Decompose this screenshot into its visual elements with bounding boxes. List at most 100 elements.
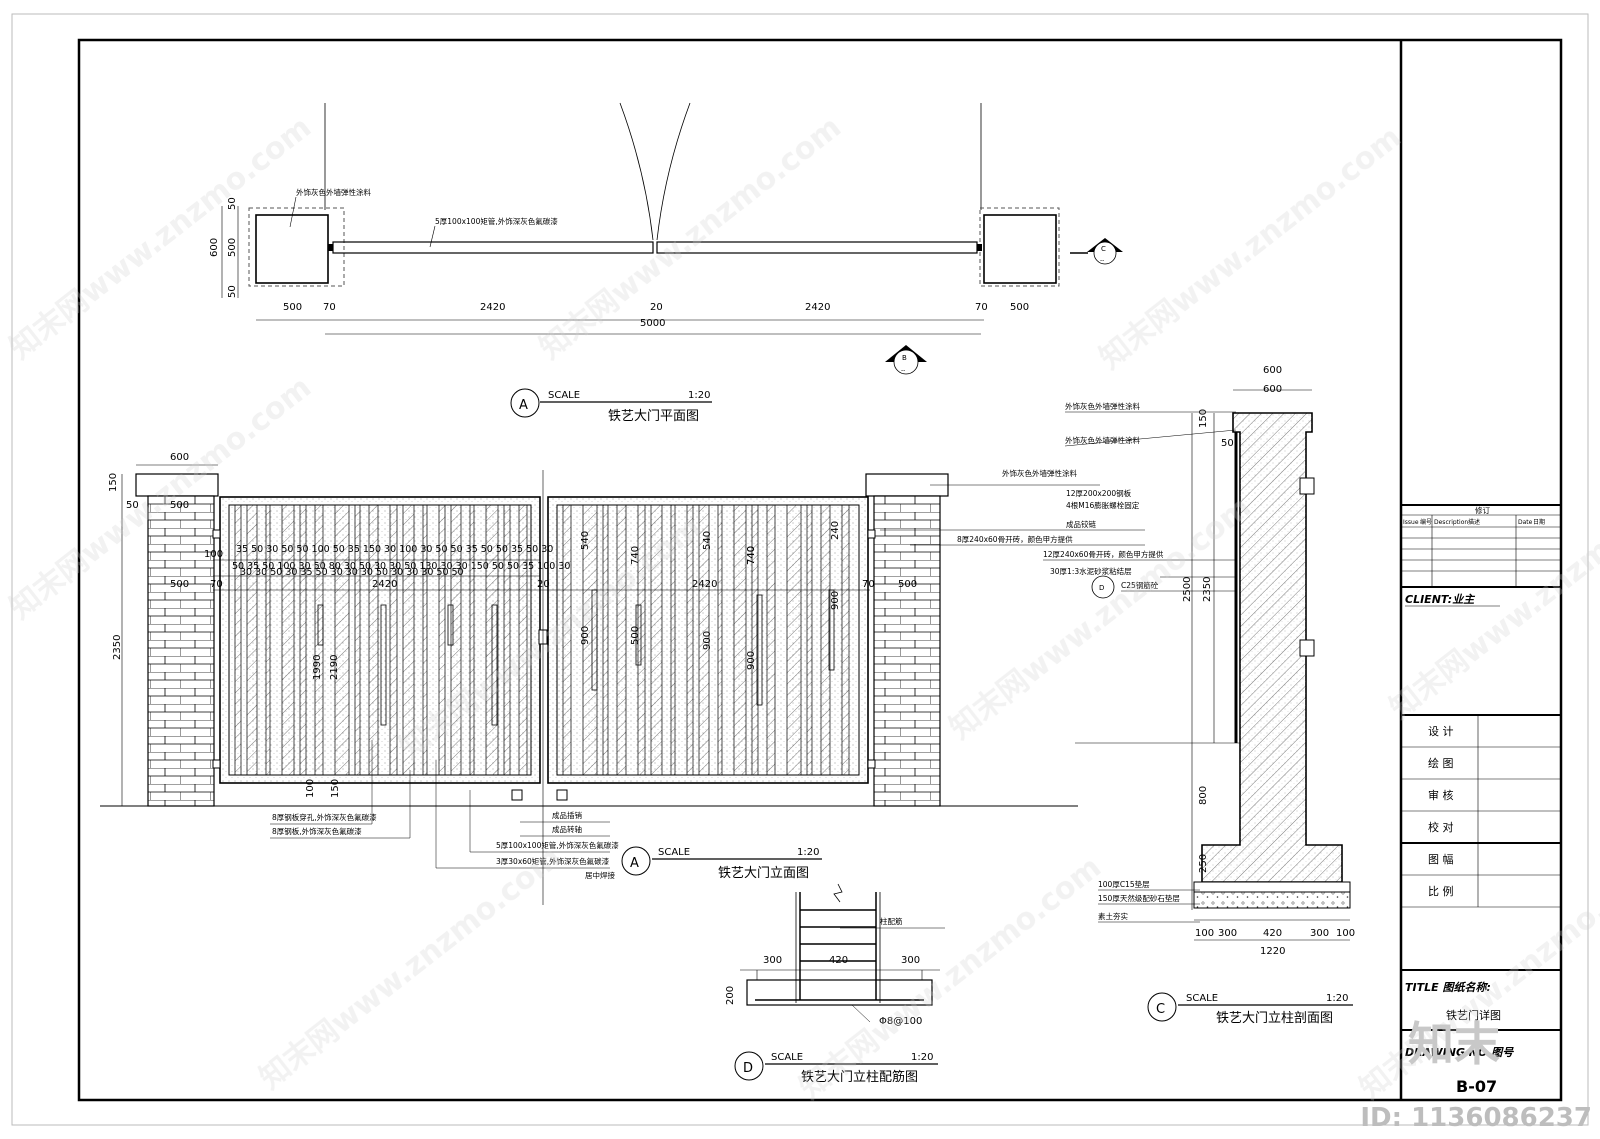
gate-bar [670,504,676,776]
elev-letter: A [630,856,639,871]
dim-text: 600 [170,452,189,463]
elev-note: 4根M16膨胀螺栓固定 [1066,500,1140,510]
gate-bar [299,504,307,776]
dim-text: 740 [630,546,641,565]
dim-text: 900 [580,626,591,645]
gate-bar [751,504,759,776]
dim-text: 2420 [692,579,717,590]
gate-bar [246,504,258,776]
drawing-title: 铁艺门详图 [1446,1008,1501,1022]
rev-col: Issue [1403,519,1419,526]
gate-bar [786,504,802,776]
title-block: 修订 Issue 编号 Description 描述 Date 日期 CLIEN… [1401,504,1561,1096]
gate-bar [841,504,850,776]
gate-bar [637,504,646,776]
dim-text: 2350 [112,635,123,660]
client-label: CLIENT:业主 [1405,593,1475,606]
dim-text: 740 [746,546,757,565]
dim-text: 70 [323,302,336,313]
rebar-view: 300 420 300 200 柱配筋 Φ8@100 D SCALE 1:20 … [725,883,945,1085]
gate-bar [562,504,572,776]
plan-post-right [983,214,1057,284]
dim-text: 900 [830,591,841,610]
gate-bar [806,504,813,776]
rev-col: Date [1518,519,1533,526]
dim-text: 300 [763,955,782,966]
dim-text: 900 [746,651,757,670]
dim-text: 2190 [329,655,340,680]
gate-bar [518,504,528,776]
rev-col: 日期 [1533,518,1545,526]
elev-note: 成品转轴 [552,824,582,834]
left-pier [147,495,215,807]
gate-bar [766,504,776,776]
gate-bar [265,504,271,776]
gate-bar [450,504,462,776]
dim-text: 500 [630,626,641,645]
plan-leaf-left [332,241,654,254]
dim-text: 740 [746,546,757,565]
dim-text: 150 [108,473,119,492]
dim-text: 70 [210,579,223,590]
marker-dash: -- [901,367,905,374]
dim-text: 200 [725,986,736,1005]
gate-bar [650,504,663,776]
section-note: 外饰灰色外墙弹性涂料 [1065,435,1140,445]
section-note: 30厚1:3水泥砂浆粘结层 [1050,566,1132,576]
rebar-letter: D [743,1061,753,1076]
section-note: 12厚240x60骨开砖，颜色甲方提供 [1043,549,1164,559]
section-letter: C [1156,1002,1165,1017]
title-label: TITLE 图纸名称: [1405,981,1491,994]
bar-width-dims: 50 35 50 100 30 50 80 30 50 30 30 50 130… [232,561,570,572]
dim-text: 500 [283,302,302,313]
dim-text: 50 [227,285,238,298]
plan-title: 铁艺大门平面图 [608,409,699,424]
gate-bar [402,504,415,776]
dim-text: 5000 [640,318,665,329]
gate-bar [733,504,747,776]
dim-text: 50 [1221,438,1234,449]
rev-col: Description [1434,519,1468,526]
gate-bar [334,504,350,776]
section-note: 150厚天然级配砂石垫层 [1098,893,1180,903]
elev-note: 8厚240x60骨开砖，颜色甲方提供 [957,534,1073,544]
section-scale-ratio: 1:20 [1326,993,1348,1004]
rebar-note: 柱配筋 [880,916,903,926]
elev-note: 外饰灰色外墙弹性涂料 [1002,468,1077,478]
dim-text: 900 [702,631,713,650]
elev-scale-label: SCALE [658,847,690,858]
dim-text: 150 [330,779,341,798]
gate-bar [686,504,694,776]
role-label: 图 幅 [1428,853,1454,866]
rebar-title: 铁艺大门立柱配筋图 [801,1069,918,1085]
elev-scale-ratio: 1:20 [797,847,819,858]
gate-bar [616,504,627,776]
gate-bar [422,504,428,776]
gate-leaf-left [219,496,541,784]
dim-text: 500 [898,579,917,590]
dim-text: 1990 [312,655,323,680]
plan-post-left [255,214,329,284]
gate-bar [234,504,242,776]
rebar-note: Φ8@100 [879,1016,922,1027]
section-note: 100厚C15垫层 [1098,879,1150,889]
dim-text: 540 [580,531,591,550]
section-c-marker: C [1101,245,1106,253]
watermark: 知末网www.znzmo.com [3,110,318,367]
dim-text: 70 [862,579,875,590]
dim-text: 500 [170,500,189,511]
gate-bar [438,504,446,776]
dim-text: 300 [1310,928,1329,939]
elev-note: 8厚钢板穿孔,外饰深灰色氟碳漆 [272,812,377,822]
gate-bar [368,504,379,776]
dim-text: 100 [305,779,316,798]
section-note: 外饰灰色外墙弹性涂料 [1065,401,1140,411]
dim-text: 420 [829,955,848,966]
revision-header: 修订 [1475,505,1491,515]
elev-note: 8厚钢板,外饰深灰色氟碳漆 [272,826,362,836]
plan-letter: A [519,398,528,413]
elevation-view: 600 150 50 500 500 70 2420 20 2420 70 50… [100,452,1145,905]
plan-scale-ratio: 1:20 [688,390,710,401]
dim-text: 150 [1198,409,1209,428]
